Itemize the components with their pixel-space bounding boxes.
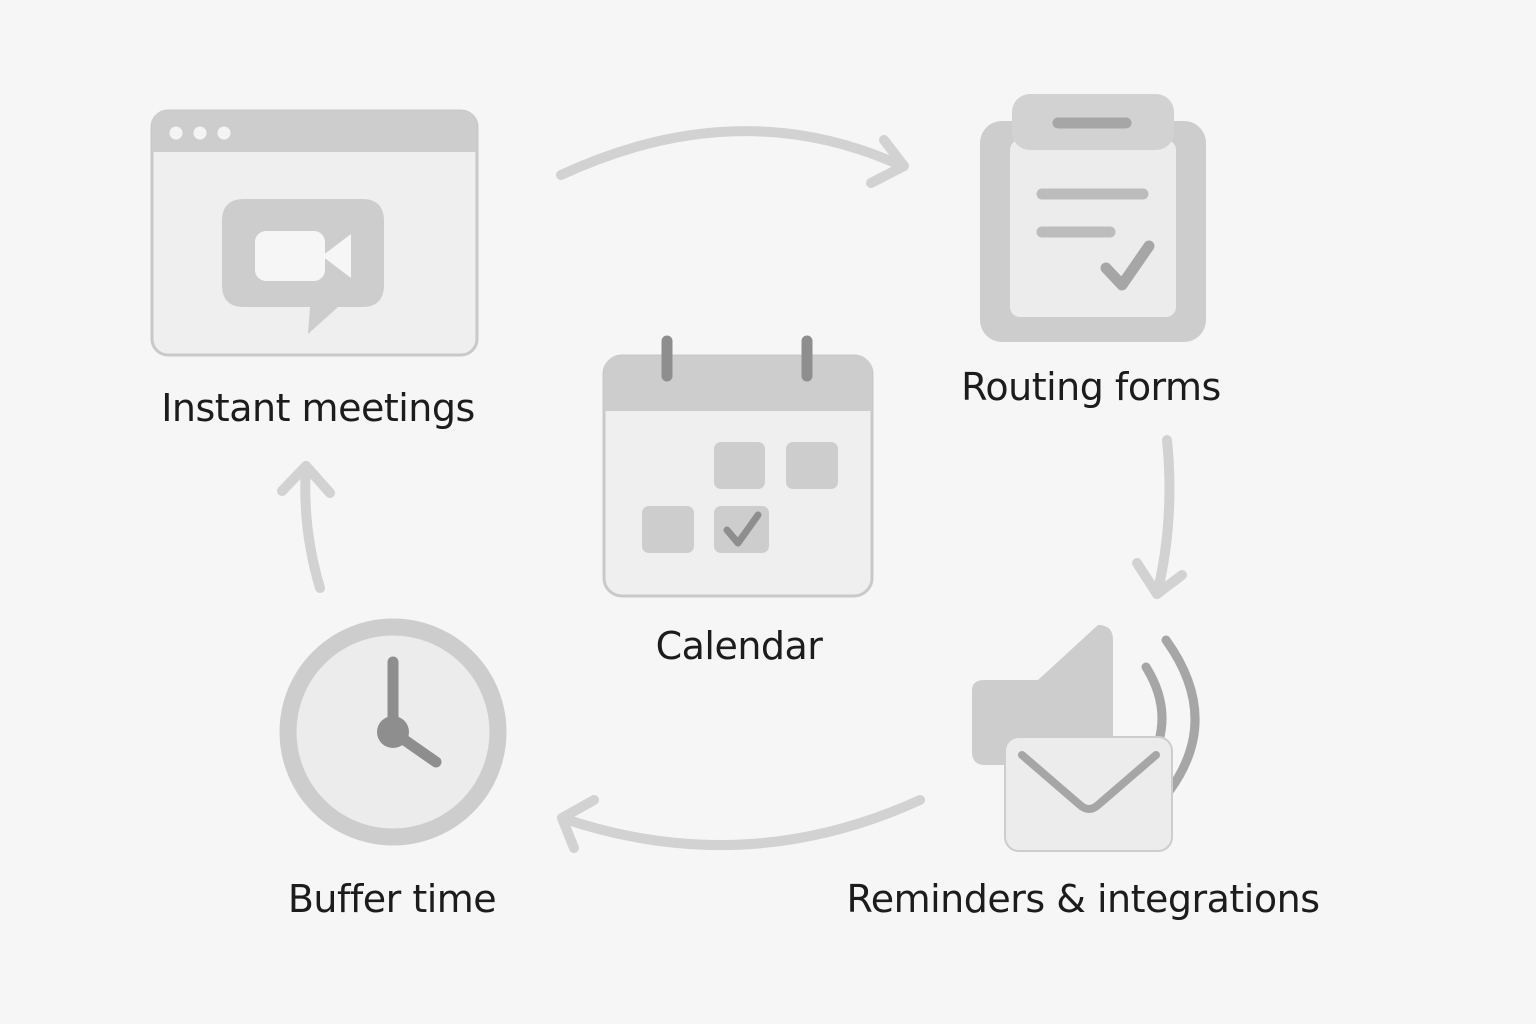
video-call-window-icon: [150, 109, 479, 357]
clock-icon: [279, 618, 507, 846]
reminders-integrations-label: Reminders & integrations: [846, 877, 1320, 921]
arrow-reminders-to-buffer: [557, 795, 925, 853]
clipboard-check-icon: [980, 94, 1206, 342]
calendar-icon: [602, 335, 874, 598]
arrow-routing-to-reminders: [1132, 435, 1187, 599]
arrow-buffer-to-instant: [277, 461, 335, 593]
megaphone-envelope-icon: [972, 625, 1200, 852]
video-camera-icon: [222, 199, 384, 334]
routing-forms-label: Routing forms: [961, 365, 1221, 409]
buffer-time-label: Buffer time: [287, 877, 497, 921]
instant-meetings-label: Instant meetings: [161, 386, 475, 430]
arrow-instant-to-routing: [556, 126, 909, 188]
calendar-label: Calendar: [655, 624, 823, 668]
